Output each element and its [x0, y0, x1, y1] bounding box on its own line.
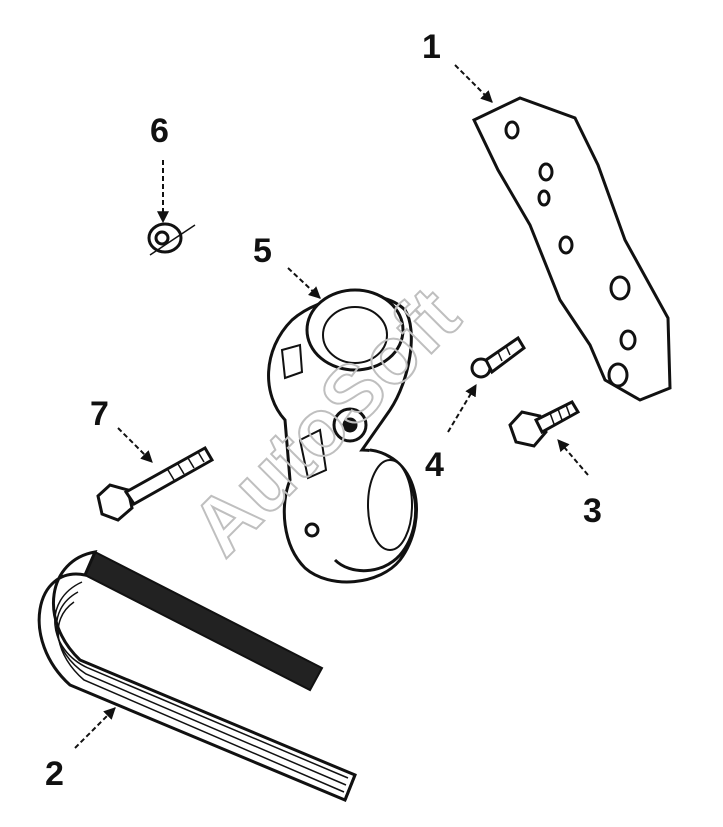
callout-6: 6	[150, 112, 169, 150]
callout-2: 2	[45, 755, 64, 793]
screw-small	[470, 335, 526, 379]
callout-4: 4	[425, 446, 444, 484]
leader-1	[454, 64, 493, 103]
callout-7: 7	[90, 395, 109, 433]
drive-belt	[37, 550, 357, 802]
flange-nut	[147, 222, 196, 256]
leader-3	[557, 439, 589, 476]
leader-4	[447, 383, 477, 433]
mounting-bracket	[471, 96, 672, 402]
belt-tensioner	[267, 288, 418, 584]
bolt-long	[96, 445, 215, 522]
leader-2	[74, 707, 116, 749]
bolt-large	[508, 400, 581, 448]
leader-7	[117, 427, 153, 463]
callout-1: 1	[422, 28, 441, 66]
leader-lines	[74, 64, 589, 749]
callout-3: 3	[583, 492, 602, 530]
callout-5: 5	[253, 232, 272, 270]
leader-5	[287, 267, 321, 299]
